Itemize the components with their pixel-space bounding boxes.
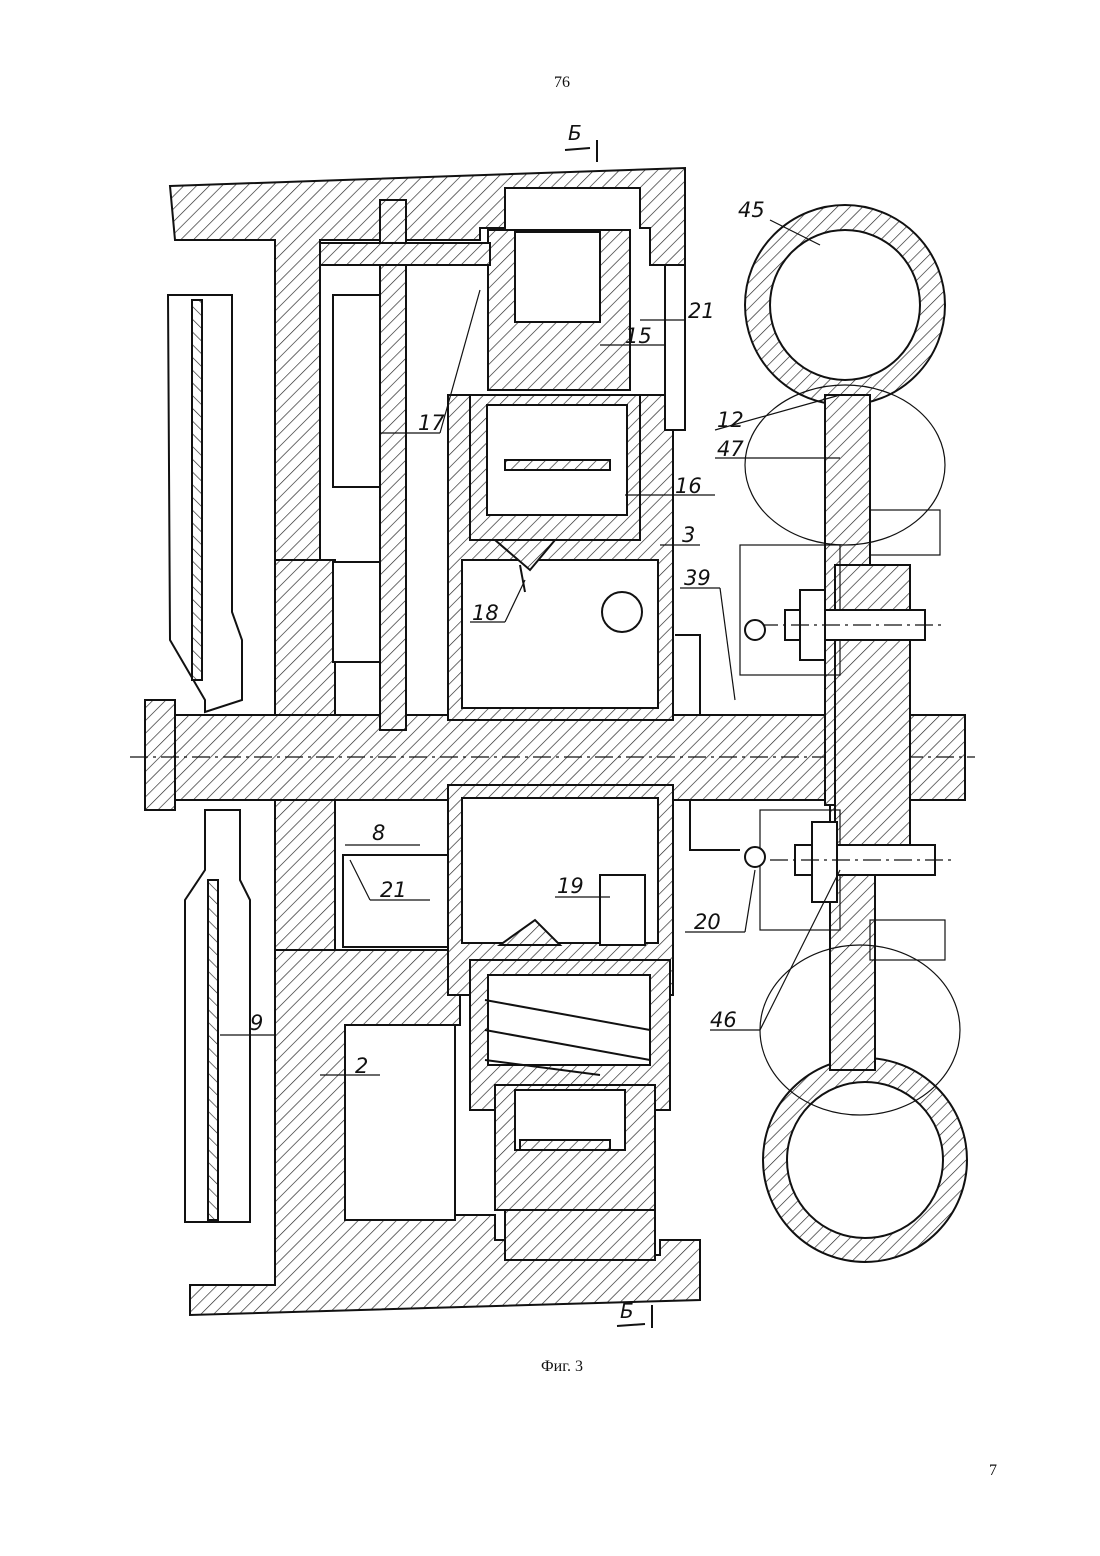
label-3: 3 xyxy=(682,523,695,547)
connecting-rod xyxy=(825,395,910,1070)
pin-20 xyxy=(745,847,765,867)
label-19: 19 xyxy=(557,874,584,898)
label-47: 47 xyxy=(717,437,744,461)
label-46: 46 xyxy=(710,1008,737,1032)
label-21-top: 21 xyxy=(688,299,715,323)
label-15: 15 xyxy=(625,324,652,348)
connecting-ring-top xyxy=(745,205,945,405)
figure-caption: Фиг. 3 xyxy=(500,1358,624,1376)
label-16: 16 xyxy=(675,474,702,498)
section-mark-top: Б xyxy=(565,121,597,162)
svg-text:Б: Б xyxy=(620,1299,634,1323)
svg-text:Б: Б xyxy=(568,121,582,145)
label-39: 39 xyxy=(684,566,711,590)
label-20: 20 xyxy=(694,910,721,934)
connecting-ring-bottom xyxy=(763,1058,967,1262)
section-mark-bottom: Б xyxy=(617,1299,652,1328)
label-2: 2 xyxy=(355,1054,368,1078)
pin-39 xyxy=(745,620,765,640)
nut xyxy=(602,592,642,632)
label-18: 18 xyxy=(472,601,499,625)
label-17: 17 xyxy=(418,411,445,435)
label-21-bottom: 21 xyxy=(380,878,407,902)
tube-21 xyxy=(665,265,685,430)
page-number-bottom: 7 xyxy=(978,1462,1008,1480)
label-9: 9 xyxy=(250,1011,263,1035)
label-12: 12 xyxy=(717,408,744,432)
label-8: 8 xyxy=(372,821,385,845)
label-45: 45 xyxy=(738,198,765,222)
